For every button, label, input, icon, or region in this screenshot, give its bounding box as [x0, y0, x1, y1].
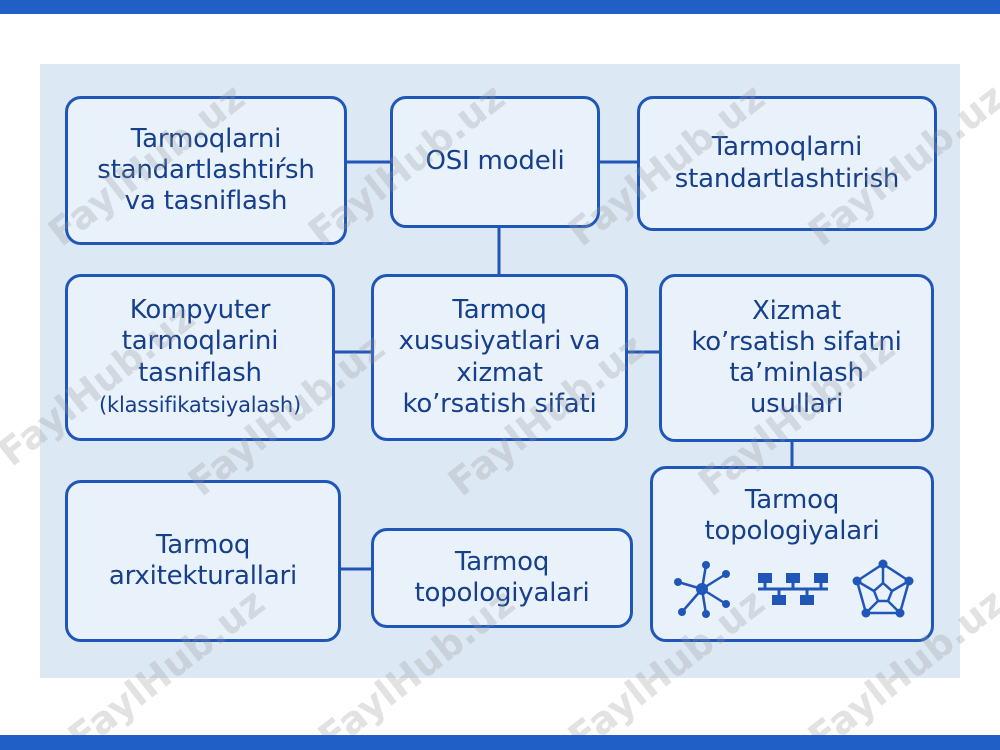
- node-label: Tarmoq xususiyatlari va xizmat ko’rsatis…: [398, 295, 601, 419]
- node-network-properties-service-quality: Tarmoq xususiyatlari va xizmat ko’rsatis…: [371, 274, 628, 441]
- node-label: Tarmoq arxitekturallari: [108, 529, 298, 591]
- node-label: OSI modeli: [425, 146, 565, 177]
- star-topology-icon: [674, 561, 730, 619]
- node-label: Tarmoq topologiyalari: [414, 546, 590, 608]
- topology-icon-row: [670, 559, 914, 619]
- node-label-sub: (klassifikatsiyalash): [99, 392, 301, 417]
- bottom-accent-bar: [0, 735, 1000, 750]
- node-label: Tarmoqlarni standartlashtiŕsh va tasnifl…: [97, 123, 315, 217]
- node-label: Kompyuter tarmoqlarini tasniflash (klass…: [99, 295, 301, 420]
- node-network-architectures: Tarmoq arxitekturallari: [65, 480, 341, 642]
- node-label: Tarmoqlarni standartlashtirish: [674, 132, 900, 194]
- node-label-main: Kompyuter tarmoqlarini tasniflash: [121, 295, 279, 388]
- top-accent-bar: [0, 0, 1000, 14]
- mesh-topology-icon: [852, 559, 914, 618]
- node-network-topologies-icons: Tarmoq topologiyalari: [650, 466, 934, 642]
- node-label: Xizmat ko’rsatish sifatni ta’minlash usu…: [691, 295, 902, 420]
- node-service-quality-methods: Xizmat ko’rsatish sifatni ta’minlash usu…: [659, 274, 934, 442]
- node-label: Tarmoq topologiyalari: [704, 485, 880, 547]
- node-network-standardization: Tarmoqlarni standartlashtirish: [637, 96, 937, 231]
- bus-topology-icon: [758, 573, 828, 606]
- node-computer-network-classification: Kompyuter tarmoqlarini tasniflash (klass…: [65, 274, 335, 441]
- node-network-topologies: Tarmoq topologiyalari: [371, 528, 633, 628]
- node-network-standardization-classification: Tarmoqlarni standartlashtiŕsh va tasnifl…: [65, 96, 347, 245]
- node-osi-model: OSI modeli: [390, 96, 600, 228]
